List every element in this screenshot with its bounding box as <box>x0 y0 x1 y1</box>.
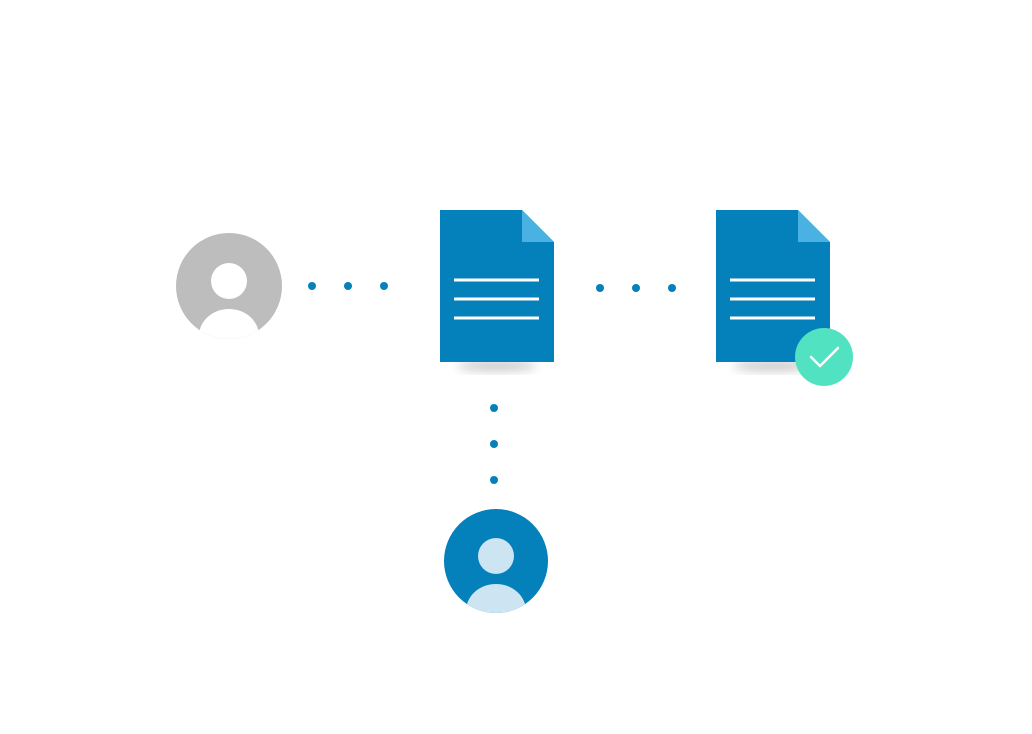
connector-dot <box>490 476 498 484</box>
draft-document <box>440 210 554 371</box>
reviewer-avatar <box>444 509 548 613</box>
approved-document <box>716 210 853 386</box>
document-shadow <box>457 361 537 371</box>
connector-draft-to-reviewer <box>490 404 498 484</box>
document-lines <box>454 278 539 320</box>
approval-badge <box>795 328 853 386</box>
connector-dot <box>596 284 604 292</box>
document-icon <box>440 210 554 362</box>
connector-draft-to-approved <box>596 284 676 292</box>
user-icon <box>466 538 526 613</box>
checkmark-icon <box>809 346 840 368</box>
user-icon <box>199 263 259 339</box>
connector-sender-to-draft <box>308 282 388 290</box>
connector-dot <box>344 282 352 290</box>
connector-dot <box>632 284 640 292</box>
document-shadow <box>733 361 813 371</box>
connector-dot <box>490 440 498 448</box>
approval-badge-circle <box>795 328 853 386</box>
connector-dot <box>380 282 388 290</box>
connector-dot <box>308 282 316 290</box>
sender-avatar <box>176 233 282 339</box>
connector-dot <box>490 404 498 412</box>
connector-dot <box>668 284 676 292</box>
document-lines <box>730 278 815 320</box>
document-fold <box>522 210 554 242</box>
document-icon <box>716 210 830 362</box>
document-fold <box>798 210 830 242</box>
